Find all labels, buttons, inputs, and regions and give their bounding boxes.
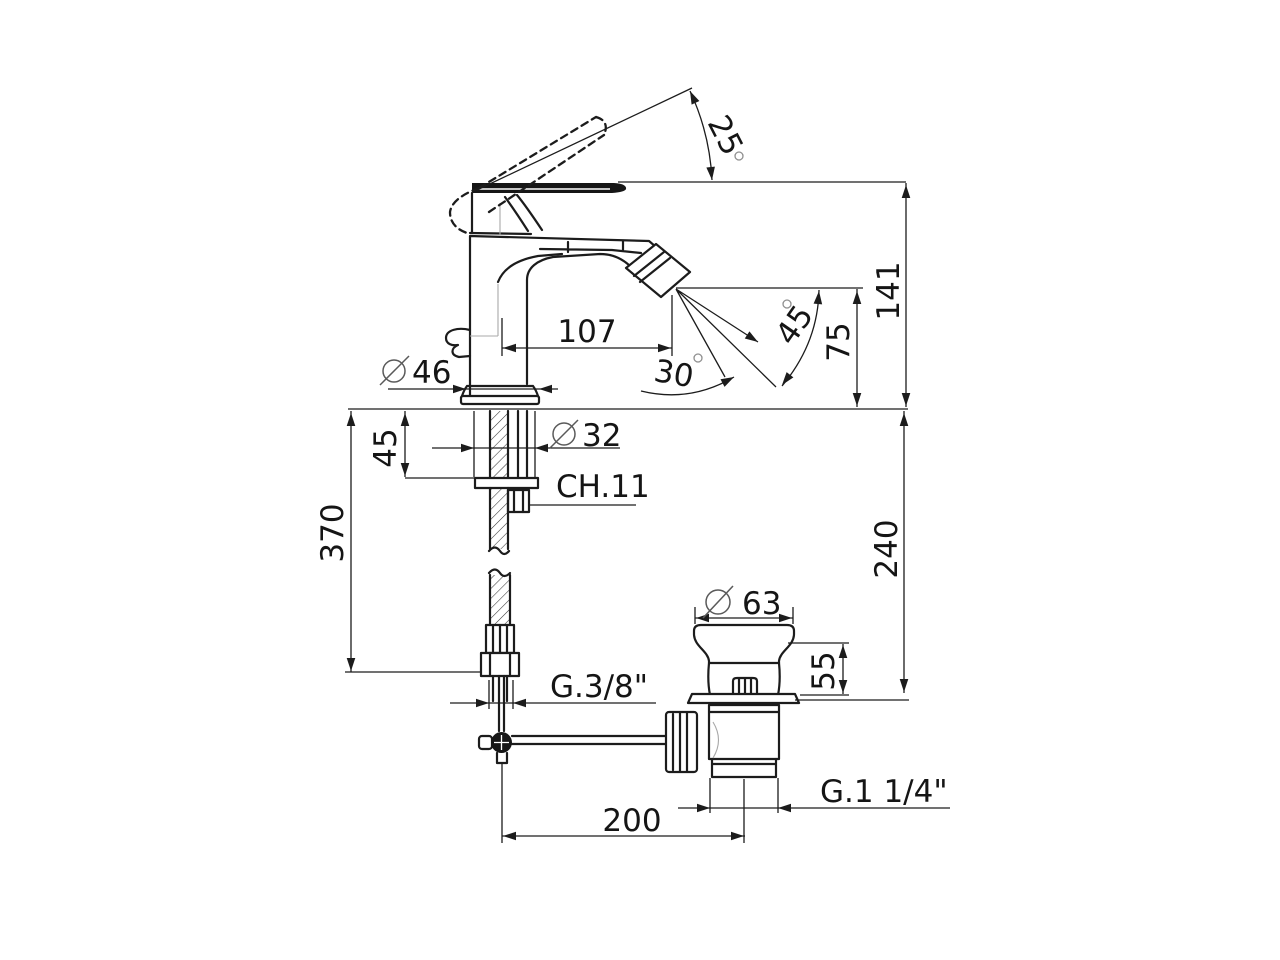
base-escutcheon [459, 384, 541, 406]
hatch-sections [490, 411, 510, 625]
shank-thread-silhouette [473, 411, 536, 477]
diameter-icon [379, 355, 410, 386]
dim-wrench-size: CH.11 [556, 469, 650, 505]
hex-nut-ch11 [506, 488, 531, 514]
supply-thread-tail [491, 674, 509, 703]
swing-line [476, 87, 693, 191]
hose-crimp-ribs [491, 623, 509, 655]
shank-hatch-lower [490, 488, 508, 549]
dim-waste-drop: 240 [869, 519, 905, 578]
degree-icon [734, 151, 744, 161]
degree-symbols [693, 151, 792, 363]
dimension-lines [345, 183, 950, 843]
dim-spout-reach: 107 [557, 314, 616, 350]
dim-rod-offset: 200 [602, 803, 661, 839]
shank-hatch-upper [490, 411, 508, 478]
spout-underside-outer [496, 252, 564, 284]
degree-icon [693, 353, 703, 363]
escutcheon-lip [459, 394, 541, 406]
waste-mid-body [707, 661, 781, 697]
diameter-icon [549, 419, 579, 449]
dimension-texts: 25 107 30 45 75 141 46 32 CH.11 45 370 2… [315, 110, 948, 839]
dim-hose-drop: 370 [315, 503, 351, 562]
dim-deck-thickness: 45 [368, 428, 404, 467]
dim-g114-line [678, 778, 950, 813]
dim-370-line [345, 411, 482, 673]
dim-240-line [795, 411, 909, 701]
hose-hatch [490, 575, 510, 625]
dim-spray-angle-inner: 30 [651, 353, 696, 395]
dim-waste-thread: G.1 1/4" [820, 774, 948, 810]
waste-flange [686, 692, 801, 705]
waste-knurled-nut [664, 710, 699, 774]
waste-assembly [664, 623, 801, 779]
popup-rod-linkage [477, 674, 668, 765]
supply-shank [473, 409, 540, 703]
rod-end-stub [477, 734, 494, 751]
dim-spray-angle-outer: 45 [769, 299, 821, 352]
dim-shank-diameter: 32 [582, 418, 621, 454]
body-outline [468, 234, 658, 405]
escutcheon-top [460, 384, 540, 398]
spray-lines [675, 287, 863, 388]
dim-supply-thread: G.3/8" [550, 669, 648, 705]
waste-internal-arc [712, 721, 720, 759]
diameter-icon [702, 585, 734, 619]
dim-63-line [694, 607, 794, 624]
waste-lift-knob [731, 676, 759, 697]
waste-knurl-ribs [671, 711, 689, 773]
shank-upper [488, 409, 529, 480]
dim-spout-height: 75 [821, 322, 857, 361]
arrowheads [346, 91, 911, 841]
lever-pivot-block [470, 191, 544, 235]
handle-lever [448, 115, 627, 235]
waste-tailpiece [710, 757, 778, 779]
aerator-block [624, 242, 692, 299]
supply-nut-g38 [479, 651, 521, 678]
ball-joint-cross [494, 735, 509, 750]
dim-height-above-deck: 141 [871, 261, 907, 320]
dim-waste-cap-diameter: 63 [742, 586, 781, 622]
handle-raised-outline [448, 115, 607, 235]
aerator-ridges [632, 250, 672, 284]
spout-underside-inner [525, 252, 633, 386]
dim-45-line [404, 411, 474, 479]
pipe-break-upper [487, 546, 511, 556]
popup-rod-hook [444, 327, 472, 359]
hex-nut-facets [512, 488, 525, 514]
handle-raised-dashed [448, 115, 607, 235]
locknut-flange [473, 476, 540, 490]
hose-lower [488, 573, 512, 627]
shank-lower [488, 486, 510, 551]
dim-waste-body-height: 55 [806, 651, 842, 690]
rod-below-ball [495, 751, 509, 765]
degree-icon [782, 299, 792, 309]
spout-top-ledge [538, 239, 643, 255]
body-soft-lines [470, 203, 501, 337]
lever-bar [472, 183, 627, 193]
diameter-symbols [379, 355, 734, 619]
dim-200-line [501, 764, 745, 843]
waste-cap [692, 623, 796, 665]
supply-nut-facets [488, 651, 512, 678]
faucet-body [444, 203, 658, 405]
horizontal-rod [510, 734, 668, 746]
dim-base-diameter: 46 [412, 355, 451, 391]
dim-107-line [501, 295, 673, 356]
waste-lower-body [707, 703, 781, 761]
aerator [624, 242, 692, 299]
pipe-break-lower [487, 568, 512, 578]
